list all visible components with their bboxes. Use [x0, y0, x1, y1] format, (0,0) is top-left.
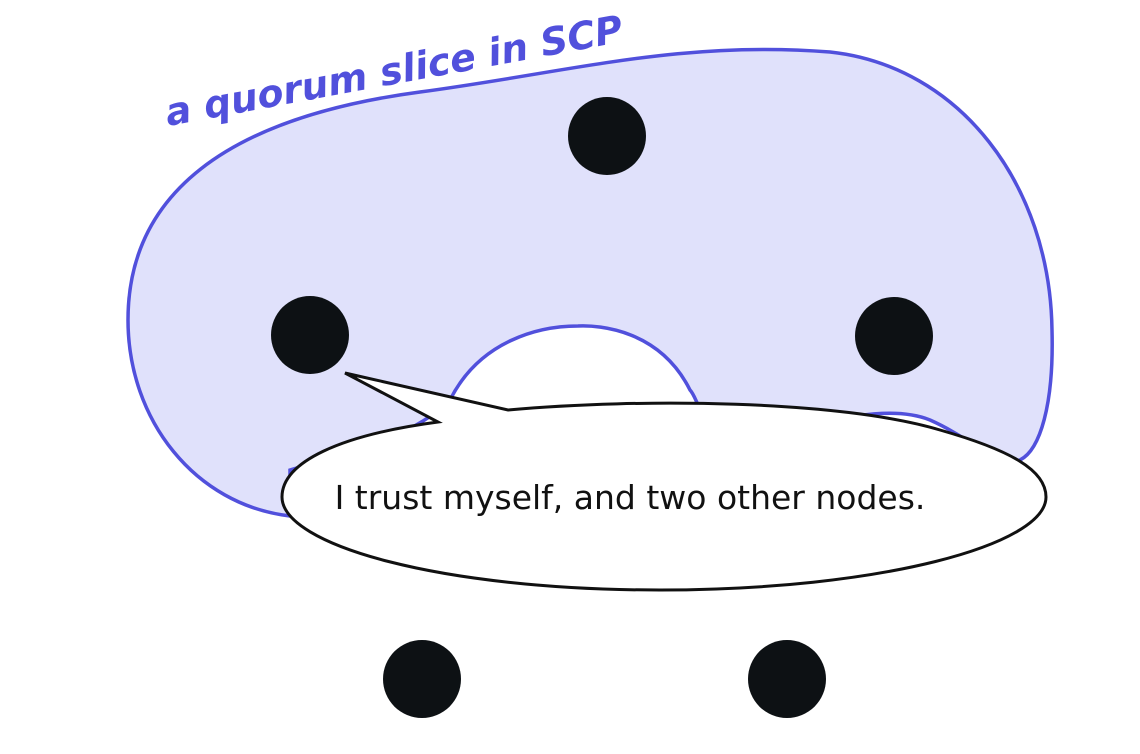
- node-right: [855, 297, 933, 375]
- speech-bubble-outline: [280, 371, 1048, 592]
- node-left: [271, 296, 349, 374]
- node-top: [568, 97, 646, 175]
- speech-bubble: I trust myself, and two other nodes.: [280, 371, 1048, 592]
- quorum-slice-region: [126, 47, 1054, 518]
- speech-bubble-text: I trust myself, and two other nodes.: [335, 478, 926, 517]
- node-bottom-left: [383, 640, 461, 718]
- node-bottom-right: [748, 640, 826, 718]
